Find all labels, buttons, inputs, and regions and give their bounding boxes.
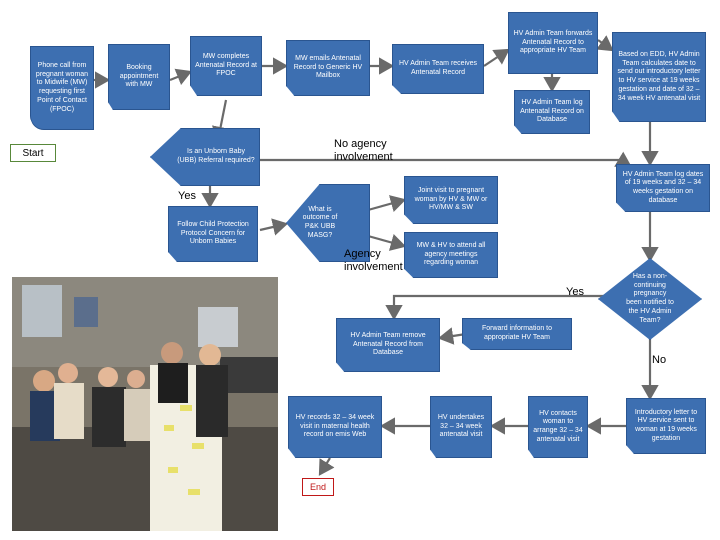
mw-completes-node: MW completes Antenatal Record at FPOC [190,36,262,96]
hv-receives-node: HV Admin Team receives Antenatal Record [392,44,484,94]
hv-remove-node: HV Admin Team remove Antenatal Record fr… [336,318,440,372]
hv-forwards-text: HV Admin Team forwards Antenatal Record … [513,29,593,55]
hv-receives-text: HV Admin Team receives Antenatal Record [398,60,478,76]
hv-log-dates-text: HV Admin Team log dates of 19 weeks and … [622,170,704,204]
intro-letter-text: Introductory letter to HV service sent t… [634,408,698,442]
hv-log-dates-node: HV Admin Team log dates of 19 weeks and … [616,164,710,212]
hv-contacts-node: HV contacts woman to arrange 32 – 34 ant… [528,396,588,458]
agency-label: Agency involvement [344,248,403,274]
follow-child-node: Follow Child Protection Protocol Concern… [168,206,258,262]
team-photo-illustration [12,277,278,531]
mw-emails-text: MW emails Antenatal Record to Generic HV… [293,54,363,80]
mw-completes-text: MW completes Antenatal Record at FPOC [195,52,257,78]
joint-visit-node: Joint visit to pregnant woman by HV & MW… [404,176,498,224]
mw-emails-node: MW emails Antenatal Record to Generic HV… [286,40,370,96]
outcome-question-text: What is outcome of P&K UBB MASG? [302,205,338,239]
hv-remove-text: HV Admin Team remove Antenatal Record fr… [350,331,426,357]
hv-log-db-node: HV Admin Team log Antenatal Record on Da… [514,90,590,134]
unborn-question-text: Is an Unborn Baby (UBB) Referral require… [177,148,255,164]
intro-letter-node: Introductory letter to HV service sent t… [626,398,706,454]
no-agency-label: No agency involvement [334,138,393,164]
yes-label-1: Yes [178,190,196,202]
hv-records-text: HV records 32 – 34 week visit in materna… [295,413,375,439]
mw-hv-attend-node: MW & HV to attend all agency meetings re… [404,232,498,278]
hv-records-node: HV records 32 – 34 week visit in materna… [288,396,382,458]
hv-undertakes-node: HV undertakes 32 – 34 week antenatal vis… [430,396,492,458]
forward-info-text: Forward information to appropriate HV Te… [481,325,553,341]
booking-text: Booking appointment with MW [119,63,159,89]
no-label-2: No [652,354,667,366]
yes-label-2: Yes [566,286,584,298]
hv-undertakes-text: HV undertakes 32 – 34 week antenatal vis… [437,413,485,439]
booking-node: Booking appointment with MW [108,44,170,110]
forward-info-node: Forward information to appropriate HV Te… [462,318,572,350]
phone-call-text: Phone call from pregnant woman to Midwif… [35,61,89,113]
team-photo [12,277,278,531]
end-label: End [302,478,334,496]
edd-calc-text: Based on EDD, HV Admin Team calculates d… [617,50,701,102]
joint-visit-text: Joint visit to pregnant woman by HV & MW… [414,186,488,212]
hv-log-db-text: HV Admin Team log Antenatal Record on Da… [520,98,584,124]
start-label: Start [10,144,56,162]
phone-call-node: Phone call from pregnant woman to Midwif… [30,46,94,130]
hv-contacts-text: HV contacts woman to arrange 32 – 34 ant… [533,409,583,443]
mw-hv-attend-text: MW & HV to attend all agency meetings re… [416,241,486,267]
edd-calc-node: Based on EDD, HV Admin Team calculates d… [612,32,706,122]
follow-child-text: Follow Child Protection Protocol Concern… [177,220,249,246]
non-continuing-question-text: Has a non-continuing pregnancy been noti… [626,272,674,324]
hv-forwards-node: HV Admin Team forwards Antenatal Record … [508,12,598,74]
